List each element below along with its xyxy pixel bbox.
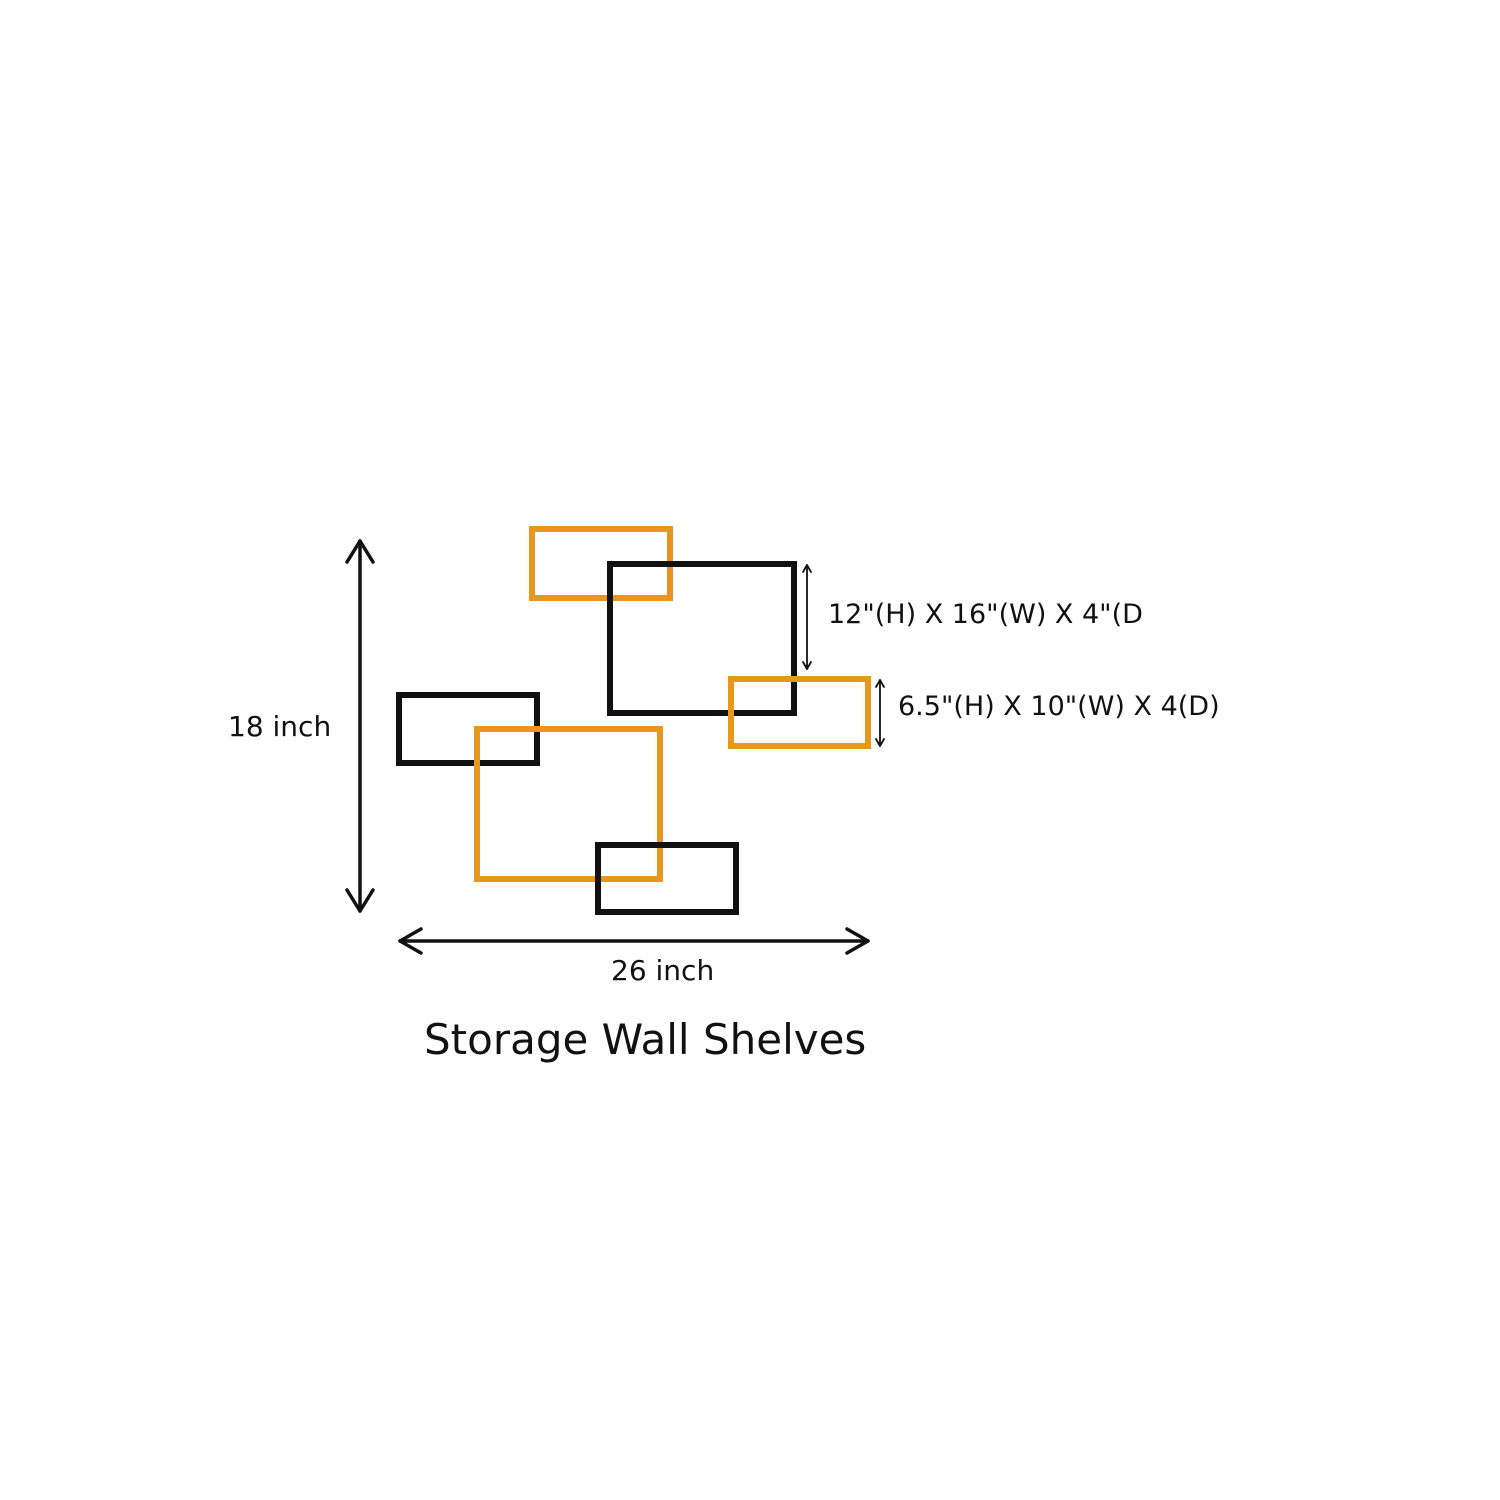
small-shelf-size-label: 6.5"(H) X 10"(W) X 4(D) [898, 691, 1220, 722]
overall-width-label: 26 inch [611, 954, 715, 987]
large-shelf-height-arrow [802, 564, 812, 670]
large-shelf-size-label: 12"(H) X 16"(W) X 4"(D [828, 599, 1143, 630]
overall-height-label: 18 inch [228, 710, 332, 743]
shelf-orange-bottom-large [474, 726, 663, 882]
shelf-black-top-large [607, 561, 797, 716]
shelf-orange-right-small [728, 676, 871, 749]
shelf-black-bottom-small [595, 842, 739, 915]
overall-width-arrow [398, 927, 870, 955]
diagram-title: Storage Wall Shelves [424, 1015, 867, 1064]
overall-height-arrow [345, 539, 375, 913]
small-shelf-height-arrow [875, 679, 885, 747]
